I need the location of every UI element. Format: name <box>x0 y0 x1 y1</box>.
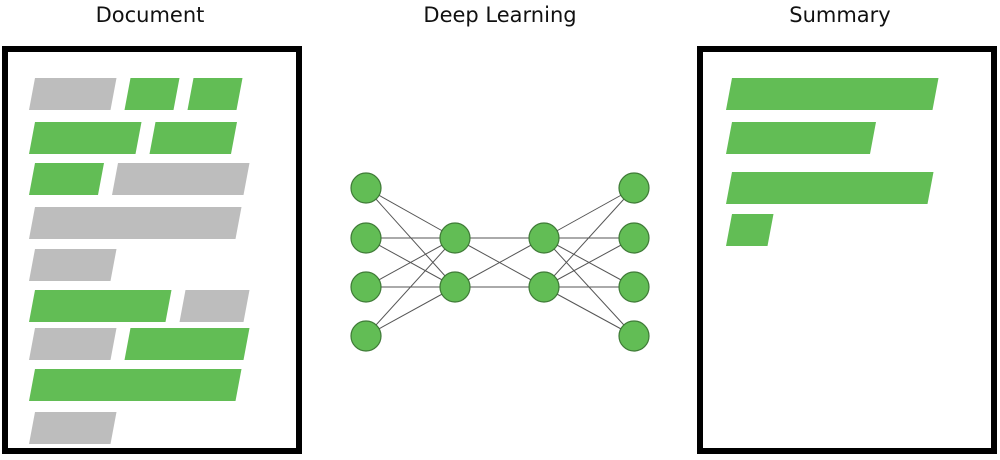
unselected-sentence-bar <box>29 249 117 281</box>
unselected-sentence-bar <box>29 412 117 444</box>
input-node <box>350 320 382 352</box>
network-edge <box>543 237 635 288</box>
summary-sentence-bar <box>726 214 774 246</box>
selected-sentence-bar <box>124 78 180 110</box>
hidden-node <box>439 222 471 254</box>
unselected-sentence-bar <box>29 78 117 110</box>
document-title: Document <box>95 3 205 27</box>
input-node <box>350 172 382 204</box>
network-edge <box>365 237 456 288</box>
summary-sentence-bar <box>726 122 876 154</box>
deep-learning-title: Deep Learning <box>423 3 577 27</box>
hidden-node <box>439 271 471 303</box>
selected-sentence-bar <box>29 122 142 154</box>
selected-sentence-bar <box>187 78 243 110</box>
unselected-sentence-bar <box>29 207 242 239</box>
output-node <box>618 172 650 204</box>
summary-panel <box>697 46 997 454</box>
network-edge <box>365 237 456 337</box>
network-edge <box>365 286 456 337</box>
network-edge <box>365 187 456 239</box>
summary-title: Summary <box>789 3 891 27</box>
selected-sentence-bar <box>29 163 104 195</box>
hidden-node <box>528 222 560 254</box>
output-node <box>618 271 650 303</box>
output-node <box>618 222 650 254</box>
selected-sentence-bar <box>29 290 172 322</box>
unselected-sentence-bar <box>112 163 250 195</box>
input-node <box>350 271 382 303</box>
unselected-sentence-bar <box>179 290 250 322</box>
network-edge <box>543 187 635 288</box>
network-edge <box>454 237 545 288</box>
summary-sentence-bar <box>726 78 939 110</box>
network-edge <box>543 187 635 239</box>
unselected-sentence-bar <box>29 328 117 360</box>
input-node <box>350 222 382 254</box>
output-node <box>618 320 650 352</box>
selected-sentence-bar <box>124 328 250 360</box>
network-edge <box>543 286 635 337</box>
hidden-node <box>528 271 560 303</box>
selected-sentence-bar <box>149 122 237 154</box>
selected-sentence-bar <box>29 369 242 401</box>
summary-sentence-bar <box>726 172 934 204</box>
